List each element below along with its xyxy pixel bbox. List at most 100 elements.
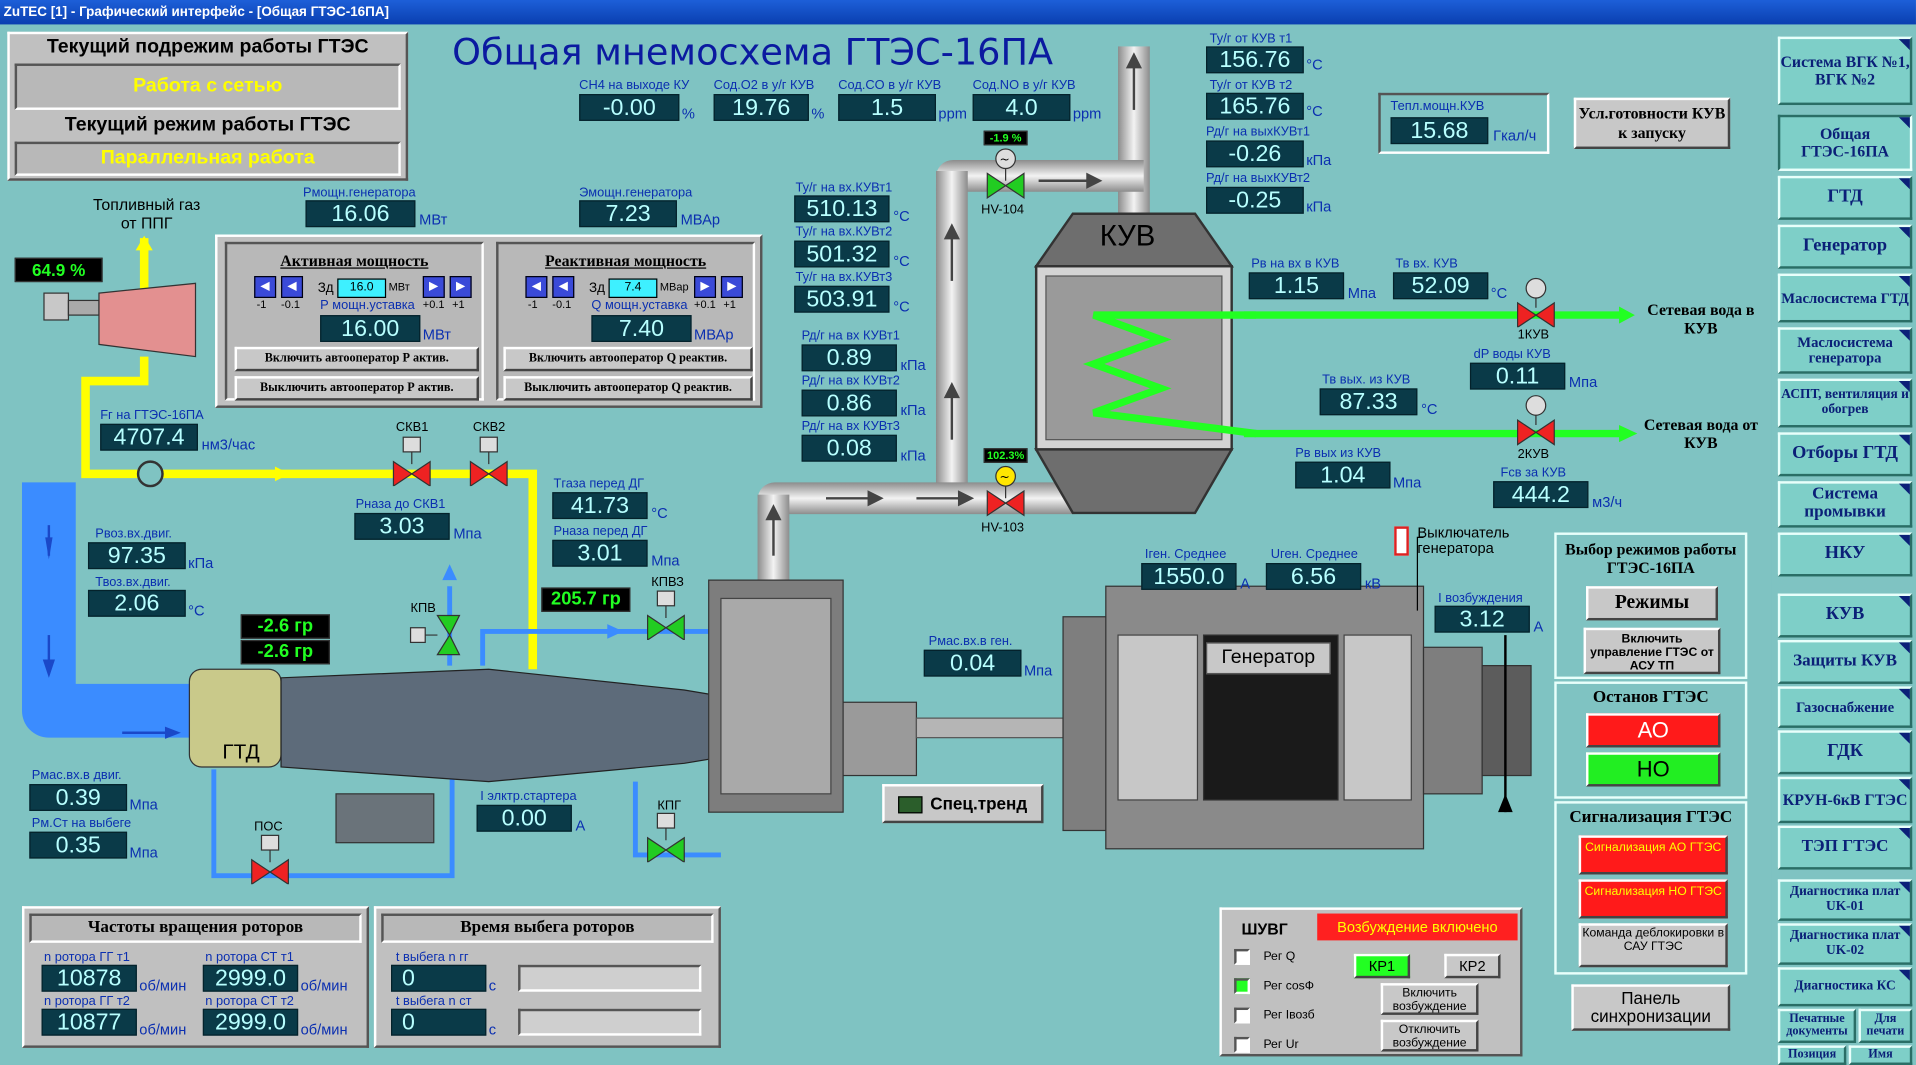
option-reg-cos-checkbox[interactable] [1234, 978, 1251, 995]
nav-kuv-protection-corner [1898, 642, 1910, 654]
valve-1kuv-icon[interactable] [1515, 276, 1557, 328]
option-reg-ivozb-checkbox[interactable] [1234, 1007, 1251, 1024]
reactive-plus01-button[interactable]: ▶ [694, 276, 717, 298]
alarm-title: Сигнализация ГТЭС [1569, 808, 1733, 827]
valve-2kuv-icon[interactable] [1515, 393, 1557, 447]
kuv-exhaust-p2-unit: кПа [1306, 197, 1332, 215]
kpv-valve-icon[interactable] [408, 613, 462, 657]
nav-aspt[interactable]: АСПТ, вентиляция и обогрев [1777, 378, 1913, 428]
spec-trend-button[interactable]: Спец.тренд [882, 784, 1044, 824]
position-tab[interactable]: Позиция [1777, 1045, 1847, 1065]
nav-nku[interactable]: НКУ [1777, 532, 1913, 577]
alarm-ao-button[interactable]: Сигнализация АО ГТЭС [1578, 835, 1728, 875]
nav-kuv-protection-label: Защиты КУВ [1793, 651, 1898, 671]
stop-panel: Останов ГТЭС АО НО [1554, 681, 1748, 799]
normal-stop-button[interactable]: НО [1586, 752, 1721, 787]
pos-valve-icon[interactable] [249, 833, 291, 885]
kuv-ready-button[interactable]: Усл.готовности КУВ к запуску [1573, 97, 1731, 149]
hv103-valve-icon[interactable]: ~ [985, 464, 1027, 518]
active-autooperator-off-button[interactable]: Выключить автооператор Р актив. [234, 376, 479, 401]
reactive-autooperator-on-button[interactable]: Включить автооператор Q реактив. [503, 346, 753, 372]
nav-vgk[interactable]: Система ВГК №1, ВГК №2 [1777, 36, 1913, 106]
active-minus1-button[interactable]: ◀ [254, 276, 277, 298]
nav-oil-generator[interactable]: Маслосистема генератора [1777, 327, 1913, 374]
active-minus01-button[interactable]: ◀ [281, 276, 304, 298]
kpvz-valve-icon[interactable] [645, 589, 687, 640]
nav-gdk-corner [1898, 732, 1910, 744]
option-reg-cos-label: Рег cosФ [1263, 979, 1315, 993]
sync-panel-button[interactable]: Панель синхронизации [1571, 984, 1731, 1031]
water-out-p-label: Рв вых из КУВ [1295, 445, 1382, 461]
reactive-power-label: Эмощн.генератора [579, 185, 693, 201]
for-print-button[interactable]: Для печати [1858, 1008, 1913, 1043]
kuv-exhaust-p2-label: Рд/г на выхКУВт2 [1206, 170, 1311, 186]
kr2-button[interactable]: КР2 [1444, 953, 1501, 979]
nav-generator[interactable]: Генератор [1777, 224, 1913, 269]
modes-button[interactable]: Режимы [1586, 586, 1718, 621]
kpg-valve-icon[interactable] [645, 811, 687, 863]
fuel-label: Топливный газ от ППГ [92, 195, 201, 233]
active-autooperator-on-button[interactable]: Включить автооператор Р актив. [234, 346, 479, 372]
rundown-st-bar [518, 1008, 702, 1036]
print-docs-button[interactable]: Печатные документы [1777, 1008, 1857, 1043]
heat-power-unit: Гкал/ч [1493, 127, 1537, 145]
nav-general[interactable]: Общая ГТЭС-16ПА [1777, 114, 1913, 171]
reactive-setpoint-value: 7.40 [591, 315, 692, 342]
water-in-p-unit: Мпа [1347, 284, 1377, 302]
nav-washing[interactable]: Система промывки [1777, 481, 1913, 528]
oil-rundown-label: Рм.Ст на выбеге [31, 815, 132, 831]
rundown-gg-unit: с [488, 977, 497, 995]
nav-diag-uk01[interactable]: Диагностика плат UK-01 [1777, 879, 1913, 921]
nav-gas-supply[interactable]: Газоснабжение [1777, 686, 1913, 728]
nav-kuv-protection[interactable]: Защиты КУВ [1777, 639, 1913, 684]
reactive-autooperator-off-button[interactable]: Выключить автооператор Q реактив. [503, 376, 753, 401]
excitation-off-button[interactable]: Отключить возбуждение [1380, 1019, 1479, 1052]
nav-gtd[interactable]: ГТД [1777, 175, 1913, 220]
rundown-st-label: t выбега n ст [395, 994, 472, 1009]
rotor-gg1-value: 10878 [41, 964, 137, 992]
reactive-minus1-button[interactable]: ◀ [525, 276, 548, 298]
nav-kuv[interactable]: КУВ [1777, 593, 1913, 638]
oil-engine-label: Рмас.вх.в двиг. [31, 768, 122, 783]
option-reg-q-checkbox[interactable] [1234, 948, 1251, 965]
svg-text:~: ~ [1000, 470, 1010, 484]
skv1-valve-icon[interactable] [391, 435, 433, 487]
breaker-icon[interactable] [1394, 526, 1409, 556]
kr1-button[interactable]: КР1 [1353, 953, 1411, 979]
active-power-title: Активная мощность [280, 251, 429, 270]
option-reg-ur-checkbox[interactable] [1234, 1036, 1251, 1053]
excitation-on-button[interactable]: Включить возбуждение [1380, 983, 1479, 1015]
water-flow-label: Fсв за КУВ [1500, 465, 1567, 480]
kuv-in-t2-value: 501.32 [794, 240, 890, 268]
active-plus1-button[interactable]: ▶ [449, 276, 472, 298]
skv2-valve-icon[interactable] [468, 435, 510, 487]
exhaust-bypass-pipe [935, 159, 1144, 192]
no-value: 4.0 [972, 94, 1071, 121]
mode-select-panel: Выбор режимов работы ГТЭС-16ПА Режимы Вк… [1554, 532, 1748, 680]
asu-control-button[interactable]: Включить управление ГТЭС от АСУ ТП [1583, 627, 1721, 675]
nav-krun[interactable]: КРУН-6кВ ГТЭС [1777, 776, 1913, 824]
nav-oil-gtd[interactable]: Маслосистема ГТД [1777, 273, 1913, 323]
nav-otbory[interactable]: Отборы ГТД [1777, 432, 1913, 477]
rotor-gg1-label: n ротора ГГ т1 [43, 950, 130, 965]
reactive-zd-input[interactable]: 7.4 [608, 278, 658, 298]
nav-diag-uk02[interactable]: Диагностика плат UK-02 [1777, 923, 1913, 965]
active-plus01-button[interactable]: ▶ [422, 276, 445, 298]
reactive-plus1-button[interactable]: ▶ [720, 276, 743, 298]
active-zd-input[interactable]: 16.0 [337, 278, 387, 298]
hv104-label: HV-104 [981, 202, 1024, 218]
hv104-valve-icon[interactable]: ~ [985, 147, 1027, 201]
emergency-stop-button[interactable]: АО [1586, 713, 1721, 748]
name-tab[interactable]: Имя [1848, 1045, 1913, 1065]
nav-gas-supply-corner [1898, 688, 1910, 700]
kuv-in-p2-value: 0.86 [801, 389, 897, 417]
nav-gdk[interactable]: ГДК [1777, 730, 1913, 775]
oil-rundown-value: 0.35 [29, 831, 128, 859]
rundown-st-unit: с [488, 1021, 497, 1039]
reactive-minus01-button[interactable]: ◀ [552, 276, 575, 298]
unlock-button[interactable]: Команда деблокировки в САУ ГТЭС [1578, 923, 1728, 968]
nav-tep[interactable]: ТЭП ГТЭС [1777, 825, 1913, 870]
nav-diag-ks[interactable]: Диагностика КС [1777, 967, 1913, 1007]
alarm-no-button[interactable]: Сигнализация НО ГТЭС [1578, 879, 1728, 919]
